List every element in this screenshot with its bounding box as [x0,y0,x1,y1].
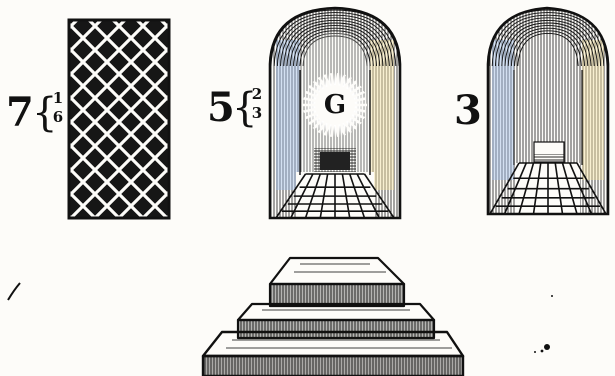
stepped-pedestal-icon [203,258,463,376]
middle-figure-number: 5 [207,88,235,128]
right-figure-number: 3 [454,91,482,131]
middle-fraction-bottom: 3 [251,106,263,121]
middle-fraction-top: 2 [251,87,263,102]
glory-letter: G [315,92,355,118]
vaulted-chamber-icon [488,6,610,216]
left-fraction-top: 1 [52,91,64,106]
left-figure-number: 7 [6,93,34,133]
left-fraction-bottom: 6 [52,110,64,125]
